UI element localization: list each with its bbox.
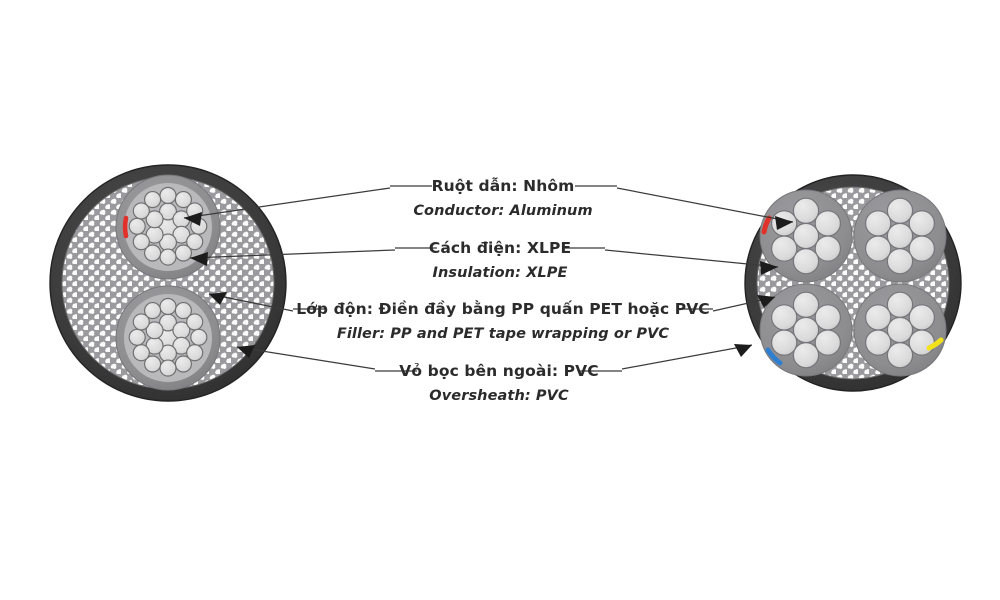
cable-right-core-4-marker-yellow: [926, 337, 944, 351]
cable-right-core-3: [759, 283, 853, 377]
label-conductor-vi: Ruột dẫn: Nhôm: [432, 177, 575, 195]
cable-right-core-1-marker-red: [761, 215, 772, 235]
cable-right-core-3-marker-blue: [765, 347, 783, 366]
cable-right-core-2-strands: [865, 197, 936, 275]
labels: Ruột dẫn: Nhôm Conductor: Aluminum Cách …: [296, 177, 710, 404]
arrow-filler-left: [209, 292, 227, 305]
cable-left-core-1-marker-red: [122, 215, 129, 239]
cable-right-core-1-strands: [771, 197, 842, 275]
label-oversheath-vi: Vỏ bọc bên ngoài: PVC: [399, 362, 598, 380]
arrow-insulation-right: [760, 261, 778, 275]
cable-right-core-1: [759, 189, 853, 283]
label-filler-vi: Lớp độn: Điền đầy bằng PP quấn PET hoặc …: [296, 299, 710, 318]
label-filler-en: Filler: PP and PET tape wrapping or PVC: [337, 326, 670, 342]
arrow-insulation-left: [190, 252, 208, 266]
cable-left-core-1-strands: [128, 186, 208, 266]
label-oversheath-en: Oversheath: PVC: [429, 388, 569, 404]
arrow-conductor-left: [184, 212, 202, 226]
cable-left-core-2-strands: [128, 297, 208, 377]
arrow-oversheath-left: [237, 345, 255, 358]
cable-right-core-4: [853, 283, 947, 377]
cable-left: [49, 164, 287, 402]
label-insulation-vi: Cách điện: XLPE: [429, 239, 571, 257]
label-conductor-en: Conductor: Aluminum: [413, 203, 592, 219]
cable-right: [744, 174, 962, 392]
arrow-oversheath-right: [734, 344, 752, 357]
cable-right-core-3-strands: [771, 291, 842, 369]
label-insulation-en: Insulation: XLPE: [432, 265, 567, 281]
cable-left-core-2: [115, 285, 221, 391]
cable-right-core-2: [853, 189, 947, 283]
leader-lines: [183, 185, 794, 372]
arrow-conductor-right: [775, 216, 793, 230]
cable-left-core-1: [115, 174, 221, 280]
arrow-filler-right: [757, 295, 775, 308]
cable-left-filler: [62, 177, 274, 389]
